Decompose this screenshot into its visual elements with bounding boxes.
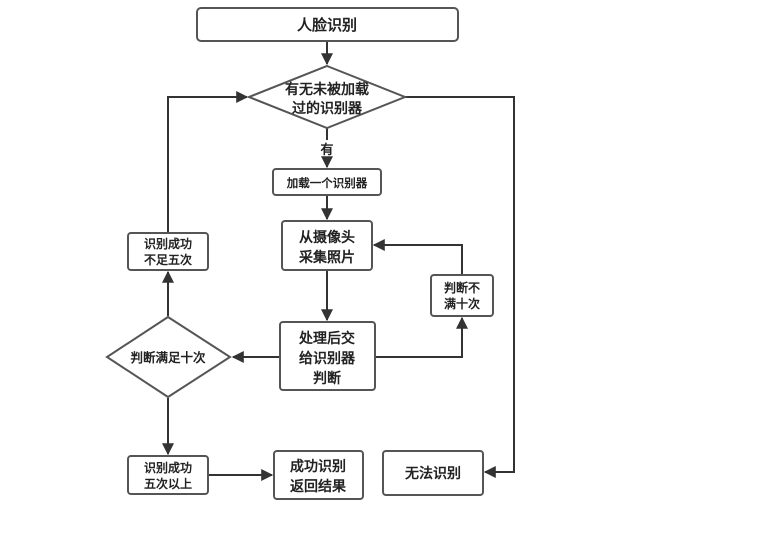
node-not-ten-line2: 满十次 (444, 296, 480, 311)
node-capture-photo: 从摄像头 采集照片 (281, 220, 373, 271)
node-start: 人脸识别 (196, 7, 459, 42)
node-capture-photo-line1: 从摄像头 (299, 229, 355, 246)
edge-not-ten-to-capture (372, 239, 463, 274)
edge-label-has: 有 (320, 142, 333, 158)
node-capture-photo-line2: 采集照片 (298, 249, 355, 266)
node-start-label: 人脸识别 (297, 16, 357, 34)
node-process-line3: 判断 (313, 370, 341, 387)
node-cannot-recognize: 无法识别 (382, 450, 484, 496)
node-decision-loaded-line2: 过的识别器 (292, 100, 363, 117)
node-decision-ten: 判断满足十次 (105, 315, 232, 399)
node-decision-loaded-line1: 有无未被加载 (285, 81, 369, 98)
node-process-line1: 处理后交 (298, 330, 355, 347)
node-success-lt5-line1: 识别成功 (144, 236, 192, 251)
node-return-result-line2: 返回结果 (290, 478, 347, 495)
node-return-result: 成功识别 返回结果 (273, 450, 364, 500)
node-process: 处理后交 给识别器 判断 (279, 321, 376, 391)
node-not-ten: 判断不 满十次 (430, 274, 494, 317)
node-load-recognizer: 加载一个识别器 (272, 168, 382, 196)
edge-decision-to-cannot (405, 96, 515, 478)
node-not-ten-line1: 判断不 (444, 280, 480, 295)
node-return-result-line1: 成功识别 (290, 458, 346, 475)
node-decision-loaded: 有无未被加载 过的识别器 (246, 64, 408, 130)
node-success-ge5-line2: 五次以上 (144, 476, 192, 491)
edge-process-to-not-ten (375, 316, 468, 358)
node-load-recognizer-label: 加载一个识别器 (286, 176, 368, 190)
node-process-line2: 给识别器 (299, 350, 356, 367)
node-success-lt5-line2: 不足五次 (144, 252, 192, 267)
node-success-ge5: 识别成功 五次以上 (127, 455, 209, 495)
node-success-lt5: 识别成功 不足五次 (127, 232, 209, 271)
node-success-ge5-line1: 识别成功 (144, 460, 192, 475)
node-cannot-recognize-label: 无法识别 (404, 465, 461, 482)
edge-success-lt5-to-decision-loaded (167, 91, 249, 232)
node-decision-ten-label: 判断满足十次 (130, 350, 206, 365)
